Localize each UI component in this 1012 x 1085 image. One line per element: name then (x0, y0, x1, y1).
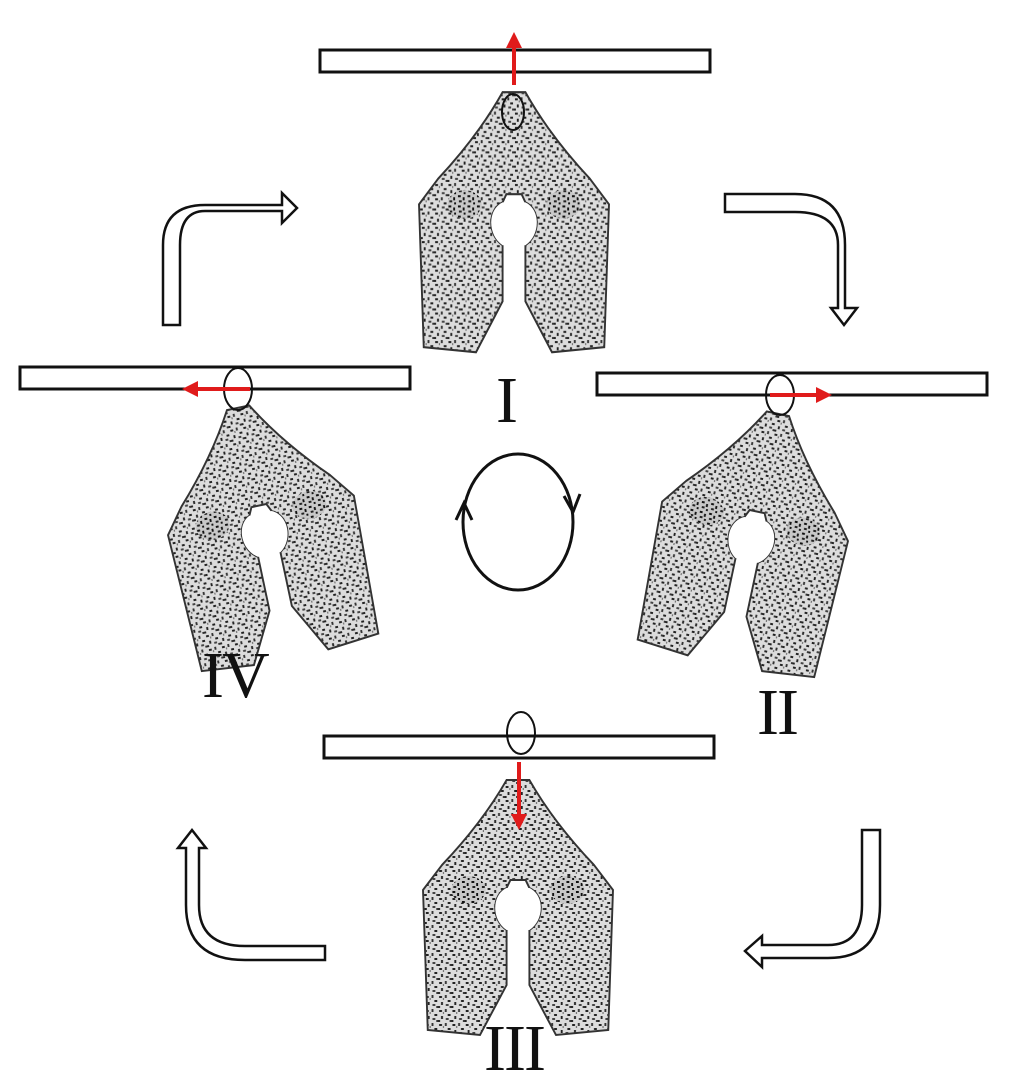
stage-IV (18, 365, 412, 678)
transition-arrow-II-to-III (743, 828, 882, 970)
stage-I (318, 32, 712, 354)
transition-arrow-IV-to-I (161, 189, 299, 327)
plate-IV (18, 365, 412, 391)
stage-II (595, 371, 989, 684)
plate-III (322, 734, 716, 760)
tooth-II (630, 393, 872, 684)
stage-III (322, 711, 716, 1036)
cycle-arrowhead-left (454, 499, 474, 521)
stage-label-IV: IV (202, 639, 270, 712)
stage-label-III: III (484, 1012, 546, 1085)
stage-label-II: II (757, 676, 799, 749)
contact-circle-III (506, 711, 536, 755)
cycle-indicator (454, 452, 582, 592)
contact-circle-I (501, 93, 525, 131)
transition-arrow-I-to-II (723, 192, 860, 328)
tooth-IV (144, 387, 386, 678)
cycle-arrowhead-right (562, 493, 582, 516)
transition-arrow-III-to-IV (175, 827, 327, 962)
stage-label-I: I (496, 364, 518, 437)
tooth-I (417, 91, 611, 354)
